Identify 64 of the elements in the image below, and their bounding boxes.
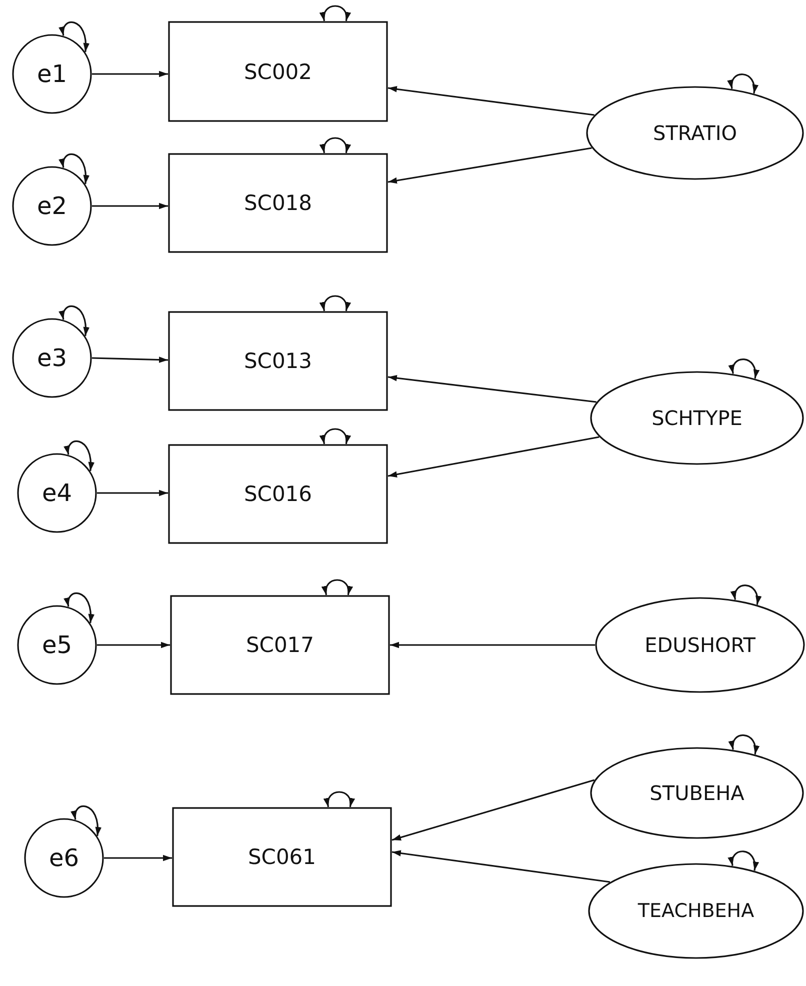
variable-label: SC017 [246,633,314,657]
path-arrow [392,850,610,883]
variance-loop-arrow [324,791,354,808]
variance-loop-arrow [64,592,94,624]
variable-label: SC002 [244,60,312,84]
variance-loop-arrow [322,579,352,596]
path-arrow [92,202,168,210]
variable-label: e6 [48,844,80,872]
variable-label: SC061 [248,845,316,869]
variance-loop-arrow [72,805,101,836]
error-circle [12,318,92,398]
variable-rectangle [172,807,392,907]
latent-ellipse [595,597,805,693]
path-arrow [388,436,600,478]
variable-label: e4 [42,479,72,507]
latent-ellipse [588,863,804,959]
variance-loop-arrow [64,440,94,472]
variance-loop-arrow [320,137,350,154]
variable-rectangle [168,21,388,122]
variance-loop-arrow [728,74,758,94]
path-arrow [388,374,596,403]
variable-rectangle [170,595,390,695]
variable-label: STUBEHA [650,781,744,805]
latent-ellipse [586,86,804,180]
variance-loop-arrow [320,428,350,444]
path-arrow [92,356,168,363]
variance-loop-arrow [320,5,350,22]
variance-loop-arrow [731,584,761,605]
variable-label: SC013 [244,349,312,373]
latent-ellipse [590,371,804,465]
variance-loop-arrow [60,153,89,184]
variable-rectangle [168,444,388,544]
error-circle [17,605,97,685]
path-arrow [390,642,595,648]
variance-loop-arrow [320,295,350,312]
variable-label: STRATIO [653,121,737,145]
error-circle [12,166,92,246]
path-arrow [92,70,168,78]
variable-label: e3 [36,344,68,372]
variable-rectangle [168,153,388,253]
path-arrow [388,147,592,184]
variable-label: TEACHBEHA [638,900,754,922]
variable-label: EDUSHORT [644,633,756,657]
variable-label: e1 [36,60,68,88]
path-arrow [104,854,172,862]
path-arrow [388,86,594,116]
error-circle [17,453,97,533]
error-circle [12,34,92,114]
variance-loop-arrow [60,21,89,52]
path-arrow [392,779,595,841]
variable-rectangle [168,311,388,411]
error-circle [24,818,104,898]
variance-loop-arrow [729,358,759,379]
variable-label: e2 [36,192,68,220]
variance-loop-arrow [60,305,89,336]
variable-label: SCHTYPE [652,406,742,430]
variable-label: SC016 [244,482,312,506]
path-arrow [97,490,168,496]
variance-loop-arrow [728,850,758,871]
variance-loop-arrow [729,734,759,754]
latent-ellipse [590,747,804,839]
path-arrow [97,642,170,648]
variable-label: SC018 [244,191,312,215]
variable-label: e5 [42,631,72,659]
